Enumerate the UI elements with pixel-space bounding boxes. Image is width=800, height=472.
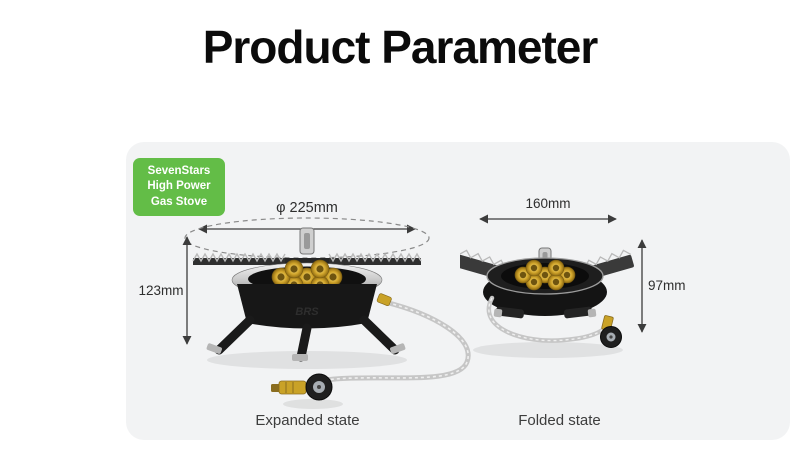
burner [547,259,565,277]
folded-height-dimension-label: 97mm [648,278,686,293]
valve-tip [271,384,281,392]
badge-line-1: SevenStars [147,164,211,177]
caption-expanded: Expanded state [255,412,360,429]
badge-line-3: Gas Stove [150,195,208,208]
folded-stove-illustration [460,247,634,358]
regulator-valve [271,373,343,409]
folded-legs [493,306,597,319]
brs-logo: BRS [295,306,319,318]
caption-folded: Folded state [518,412,601,429]
product-badge: SevenStars High Power Gas Stove [133,158,225,216]
regulator-valve [600,315,622,348]
stove-body [237,284,377,329]
support-bridge [285,258,329,264]
pot-support-left [192,252,287,265]
stove-legs [206,315,406,362]
gas-hose [316,293,471,384]
burner [284,259,304,279]
badge-line-2: High Power [147,180,211,193]
burner [547,273,565,291]
stove-shadow [473,342,623,358]
folded-stove-figure: 160mm 97mm [460,196,686,358]
fold-handle-slot [304,233,310,249]
expanded-height-dimension-label: 123mm [138,283,183,298]
burner-cluster [514,259,576,291]
expanded-stove-illustration: BRS [192,227,471,409]
diameter-dimension-label: φ 225mm [276,200,338,216]
folded-width-dimension-label: 160mm [525,196,570,211]
page-title: Product Parameter [202,21,599,73]
expanded-stove-figure: φ 225mm 123mm [138,200,471,409]
burner [525,259,543,277]
spec-card [126,142,790,440]
burner [310,259,330,279]
burner [271,267,291,287]
pot-support-right [327,252,422,265]
